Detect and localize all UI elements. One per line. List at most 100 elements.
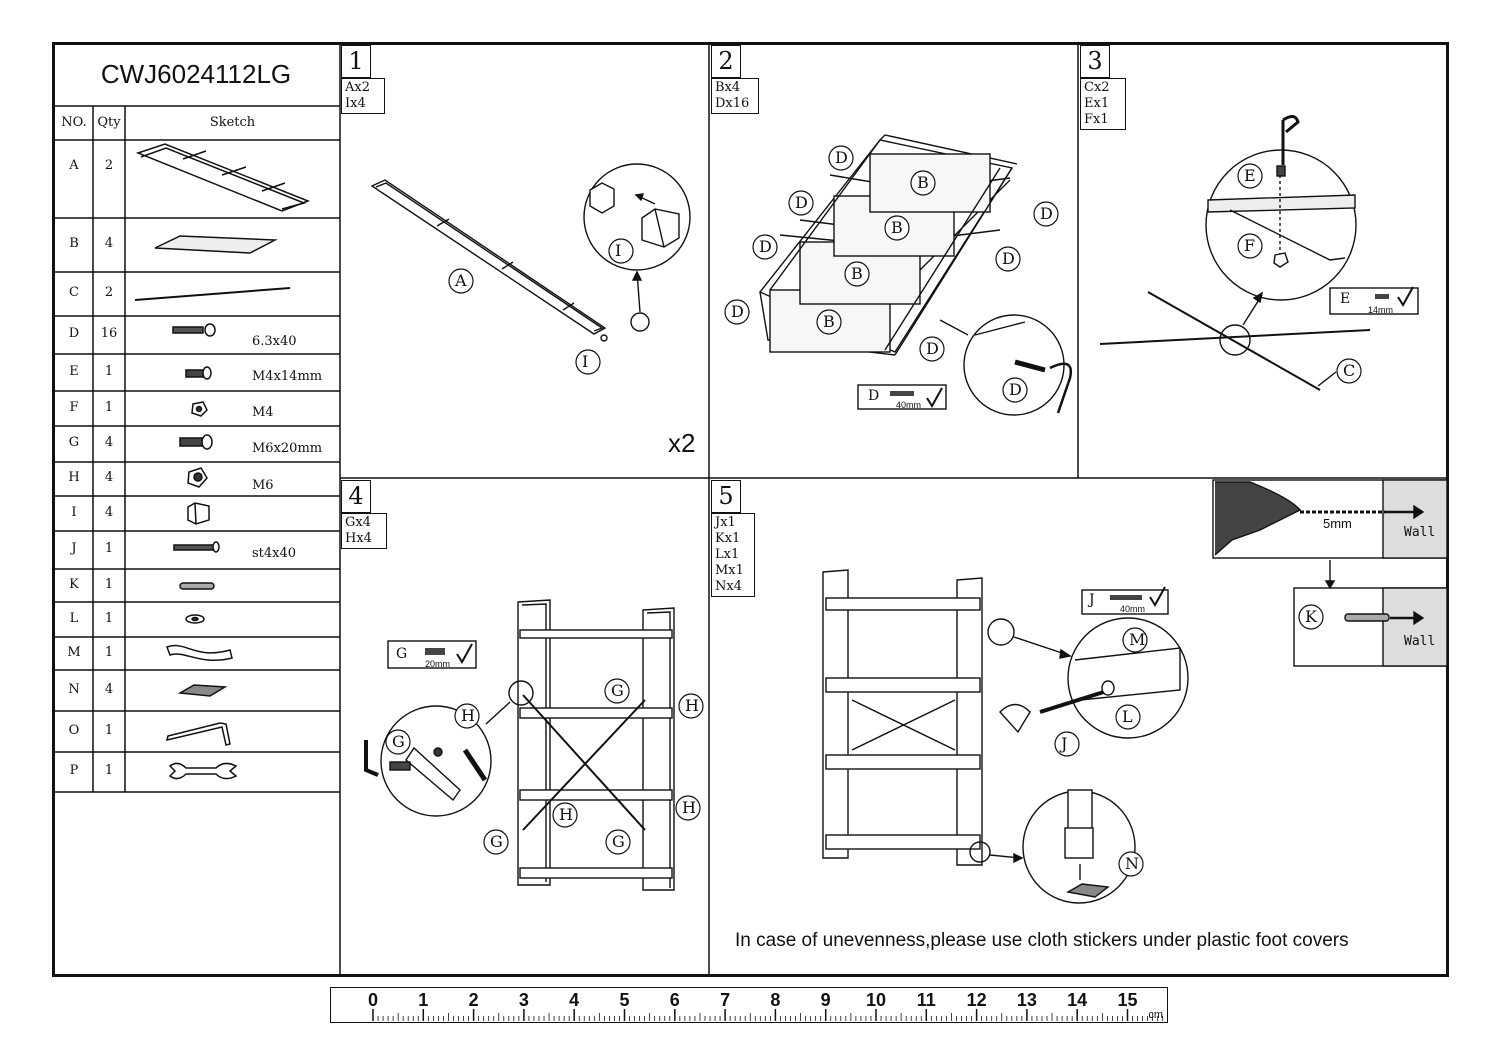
- step-5-item: Kx1: [715, 531, 741, 546]
- part-letter: D: [68, 326, 80, 341]
- callout-letter-h: H: [682, 798, 696, 817]
- ruler-mark-label: 4: [569, 990, 580, 1010]
- callout-circle-h: [454, 703, 480, 729]
- step-5-item: Mx1: [715, 563, 744, 578]
- callout-letter-l: L: [1122, 707, 1133, 726]
- callout-letter-d: D: [795, 193, 808, 212]
- part-quantity: 1: [104, 399, 114, 415]
- callout-circle-d: [828, 145, 854, 171]
- callout-circle-i: [608, 238, 634, 264]
- ruler-mark-label: 0: [367, 990, 379, 1010]
- ruler-mark-label: 9: [820, 990, 831, 1010]
- step-2-check-letter: D: [868, 388, 880, 404]
- step-5-drawing: [822, 479, 1448, 904]
- part-letter: G: [68, 435, 80, 450]
- part-p-wrench-sketch: [168, 762, 238, 780]
- callout-letter-b: B: [917, 173, 929, 192]
- model-number: CWJ6024112LG: [100, 58, 292, 89]
- callout-letter-b: B: [891, 218, 903, 237]
- callout-circle-h: [552, 802, 578, 828]
- part-letter: B: [69, 236, 79, 251]
- step-5-number: 5: [711, 480, 741, 513]
- part-quantity: 4: [104, 504, 114, 520]
- part-n-pad-sketch: [177, 684, 228, 697]
- part-j-screw-sketch: [173, 541, 220, 553]
- ruler-mark-label: 2: [468, 990, 479, 1010]
- step-4-item: Gx4: [345, 515, 371, 530]
- callout-letter-g: G: [612, 832, 625, 851]
- ruler-mark-label: 5: [619, 990, 630, 1010]
- callout-circle-g: [605, 829, 631, 855]
- ruler-mark-label: 8: [770, 990, 781, 1010]
- part-letter: P: [69, 763, 79, 778]
- step-3-item: Fx1: [1084, 112, 1109, 127]
- part-quantity: 2: [104, 285, 114, 300]
- step-3-item: Cx2: [1084, 80, 1110, 95]
- part-spec: M6x20mm: [252, 441, 323, 456]
- callout-circle-h: [678, 693, 704, 719]
- callout-circle-n: [1118, 851, 1144, 877]
- callout-letter-h: H: [559, 805, 573, 824]
- unevenness-note: In case of unevenness,please use cloth s…: [735, 930, 1349, 951]
- ruler-mark-label: 6: [669, 990, 680, 1010]
- callout-letter-d: D: [1009, 380, 1022, 399]
- part-letter: E: [69, 363, 79, 379]
- part-quantity: 4: [104, 681, 114, 697]
- part-letter: A: [69, 158, 79, 173]
- part-d-screw-sketch: [172, 323, 216, 337]
- part-letter: C: [69, 285, 79, 300]
- step-3-item: Ex1: [1084, 96, 1110, 111]
- callout-circle-c: [1336, 358, 1362, 384]
- header-sketch: Sketch: [209, 115, 256, 130]
- ruler-mark-label: 14: [1067, 990, 1088, 1010]
- step-4-check-size: 20mm: [425, 659, 451, 669]
- step-5-parts: Jx1 Kx1 Lx1 Mx1 Nx4: [711, 513, 755, 597]
- ruler-ticks: [372, 1009, 1164, 1021]
- step-2-item: Bx4: [715, 80, 741, 95]
- ruler-mark-label: 7: [720, 990, 731, 1010]
- step-1-multiplier: x2: [668, 428, 696, 458]
- step-2-check-size: 40mm: [896, 400, 922, 410]
- part-quantity: 1: [104, 763, 114, 778]
- callout-letter-f: F: [1244, 236, 1256, 255]
- callout-letter-g: G: [490, 832, 503, 851]
- callout-circle-d: [919, 336, 945, 362]
- callout-letter-e: E: [1244, 166, 1256, 185]
- wall-label-bottom: Wall: [1404, 634, 1436, 649]
- callout-letter-b: B: [823, 312, 835, 331]
- part-quantity: 4: [104, 470, 114, 485]
- step-2-number: 2: [711, 45, 741, 78]
- callout-letter-n: N: [1125, 854, 1139, 873]
- step-1-item: Ax2: [345, 80, 370, 95]
- callout-circle-d: [724, 299, 750, 325]
- callout-circle-b: [884, 215, 910, 241]
- part-m-strap-sketch: [166, 644, 233, 662]
- ruler-mark-label: 15: [1117, 990, 1138, 1010]
- step-3-check-letter: E: [1340, 291, 1351, 307]
- part-spec: M6: [252, 478, 274, 493]
- callout-letter-d: D: [1002, 249, 1015, 268]
- callout-letter-h: H: [685, 696, 699, 715]
- part-quantity: 1: [104, 644, 114, 660]
- part-quantity: 1: [104, 722, 114, 738]
- step-2-parts: Bx4 Dx16: [711, 78, 759, 114]
- callout-circle-g: [604, 678, 630, 704]
- part-letter: H: [68, 470, 80, 485]
- callout-letter-d: D: [731, 302, 744, 321]
- part-letter: J: [71, 541, 77, 556]
- callout-circle-b: [816, 309, 842, 335]
- callout-circle-g: [385, 729, 411, 755]
- callout-circle-d: [752, 234, 778, 260]
- part-quantity: 1: [104, 610, 114, 626]
- part-i-cap-sketch: [187, 502, 210, 525]
- part-f-nut-sketch: [191, 401, 208, 417]
- step-1-parts: Ax2 Ix4: [341, 78, 385, 114]
- part-b-shelf-sketch: [154, 235, 278, 254]
- part-a-side-frame-sketch: [135, 143, 311, 212]
